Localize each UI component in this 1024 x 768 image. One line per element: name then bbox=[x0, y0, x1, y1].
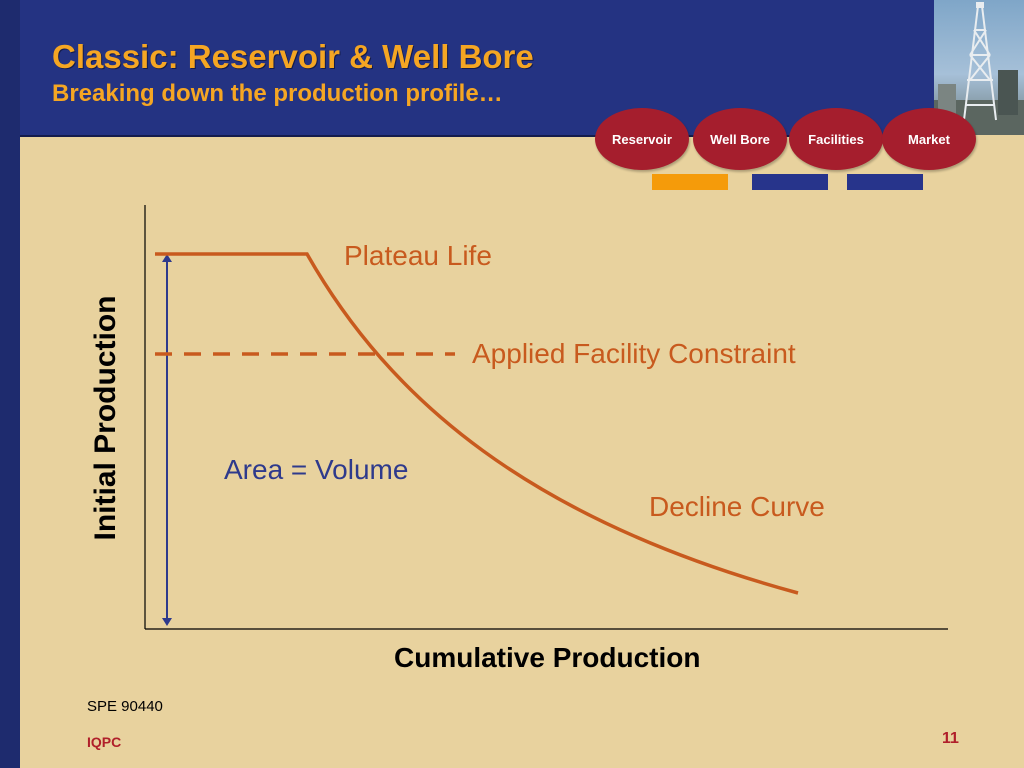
slide-subtitle: Breaking down the production profile… bbox=[52, 80, 503, 107]
nav-pill-market[interactable]: Market bbox=[882, 108, 976, 170]
reference-footnote: SPE 90440 bbox=[87, 698, 163, 715]
page-number: 11 bbox=[942, 730, 959, 747]
brand-logo-text: IQPC bbox=[87, 734, 122, 750]
y-axis-label: Initial Production bbox=[89, 295, 122, 541]
nav-pill-reservoir[interactable]: Reservoir bbox=[595, 108, 689, 170]
nav-indicator-well-bore bbox=[752, 174, 828, 190]
nav-indicator-reservoir-active bbox=[652, 174, 728, 190]
decline-curve-label: Decline Curve bbox=[649, 491, 825, 522]
nav-pill-well-bore[interactable]: Well Bore bbox=[693, 108, 787, 170]
drilling-rig-photo bbox=[934, 0, 1024, 135]
facility-constraint-label: Applied Facility Constraint bbox=[472, 338, 796, 369]
slide-title: Classic: Reservoir & Well Bore bbox=[52, 38, 534, 75]
x-axis-label: Cumulative Production bbox=[394, 642, 701, 673]
production-profile-curve bbox=[155, 252, 799, 595]
nav-pill-facilities[interactable]: Facilities bbox=[789, 108, 883, 170]
nav-indicator-facilities bbox=[847, 174, 923, 190]
left-accent-bar bbox=[0, 0, 20, 768]
plateau-life-label: Plateau Life bbox=[344, 240, 492, 271]
area-volume-label: Area = Volume bbox=[224, 454, 409, 485]
slide-header bbox=[20, 0, 934, 137]
